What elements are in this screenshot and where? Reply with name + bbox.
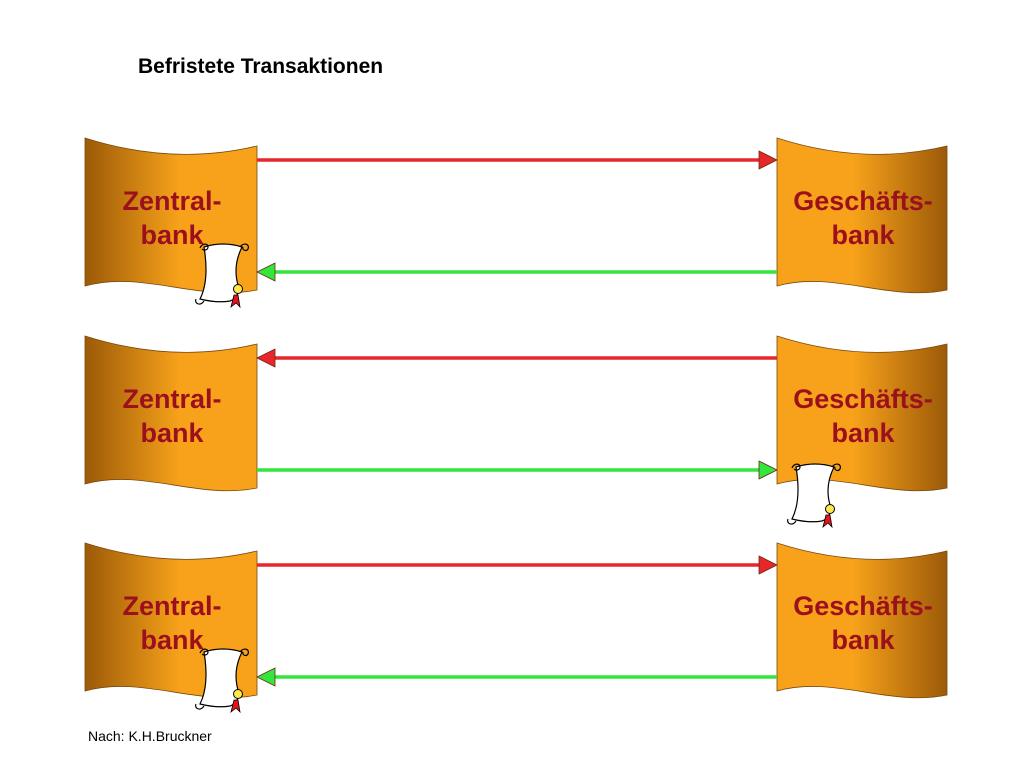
security-arrow-left-head-icon: [256, 667, 276, 687]
geschaeftsbank-flag: Geschäfts-bank: [776, 542, 948, 699]
geschaeftsbank-flag-label-line2: bank: [831, 418, 895, 448]
geschaeftsbank-flag-label-line1: Geschäfts-: [793, 186, 933, 216]
scroll-curl-bottom: [195, 298, 205, 305]
seal-icon: [233, 689, 243, 699]
geschaeftsbank-flag-label-line1: Geschäfts-: [793, 591, 933, 621]
security-arrow-left-head-icon: [256, 262, 276, 282]
money-arrow-right: [257, 555, 778, 575]
zentralbank-flag-label-line1: Zentral-: [122, 186, 221, 216]
security-arrow-left: [256, 262, 777, 282]
zentralbank-flag-label-line1: Zentral-: [122, 591, 221, 621]
credit-note: Nach: K.H.Bruckner: [88, 728, 212, 744]
geschaeftsbank-flag-shape: [776, 137, 948, 294]
ribbon-icon: [230, 699, 241, 714]
document-scroll-icon: [195, 243, 249, 309]
security-arrow-right: [257, 460, 778, 480]
zentralbank-flag-shape: [84, 335, 258, 492]
security-arrow-left: [256, 667, 777, 687]
geschaeftsbank-flag-label-line1: Geschäfts-: [793, 384, 933, 414]
geschaeftsbank-flag-label-line2: bank: [831, 625, 895, 655]
zentralbank-flag-label-line2: bank: [140, 220, 204, 250]
document-scroll-icon: [195, 648, 249, 714]
document-scroll-icon: [787, 463, 841, 529]
ribbon-icon: [230, 294, 241, 309]
scroll-curl-top: [199, 243, 209, 251]
zentralbank-flag-label-line2: bank: [140, 625, 204, 655]
page-title: Befristete Transaktionen: [138, 55, 383, 78]
money-arrow-right-head-icon: [758, 555, 778, 575]
scroll-curl-right: [831, 463, 841, 472]
scroll-curl-bottom: [787, 518, 797, 525]
geschaeftsbank-flag: Geschäfts-bank: [776, 335, 948, 492]
transaction-rows: Zentral-bankGeschäfts-bankZentral-bankGe…: [84, 137, 948, 714]
zentralbank-flag-label-line1: Zentral-: [122, 384, 221, 414]
money-arrow-right: [257, 150, 778, 170]
zentralbank-flag-label-line2: bank: [140, 418, 204, 448]
geschaeftsbank-flag-shape: [776, 542, 948, 699]
scroll-curl-top: [199, 648, 209, 656]
scroll-curl-bottom: [195, 703, 205, 710]
scroll-curl-top: [791, 463, 801, 471]
ribbon-icon: [822, 514, 833, 529]
geschaeftsbank-flag: Geschäfts-bank: [776, 137, 948, 294]
seal-icon: [233, 284, 243, 294]
scroll-curl-right: [239, 243, 249, 252]
money-arrow-right-head-icon: [758, 150, 778, 170]
zentralbank-flag: Zentral-bank: [84, 335, 258, 492]
money-arrow-left-head-icon: [256, 348, 276, 368]
geschaeftsbank-flag-label-line2: bank: [831, 220, 895, 250]
scroll-curl-right: [239, 648, 249, 657]
money-arrow-left: [256, 348, 777, 368]
security-arrow-right-head-icon: [758, 460, 778, 480]
seal-icon: [825, 504, 835, 514]
